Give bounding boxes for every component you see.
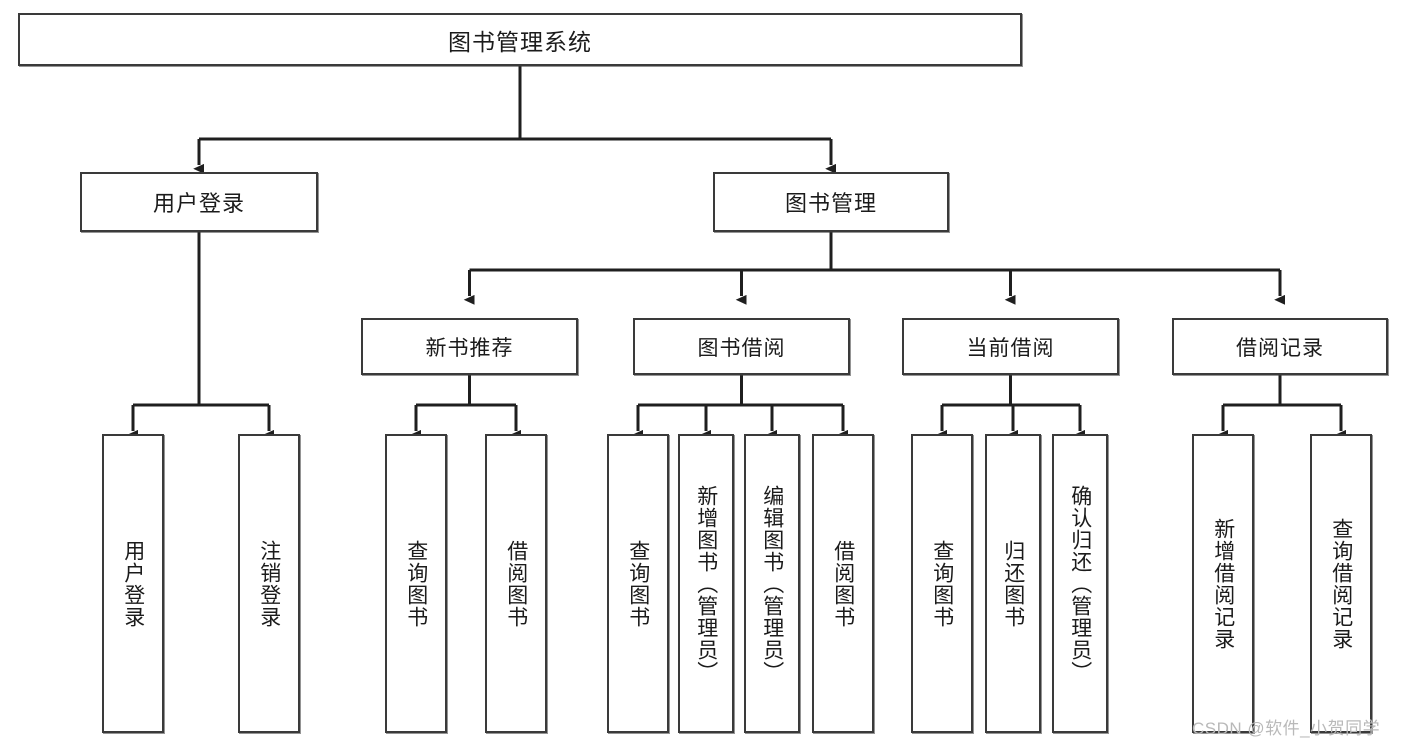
node-leaf-edit-book-admin-label: 编辑图书（管理员） (760, 484, 784, 683)
node-new-book-recommend-label: 新书推荐 (425, 336, 514, 360)
node-leaf-query-book-recommend[interactable]: 查询图书 (385, 434, 447, 733)
node-user-login-label: 用户登录 (152, 191, 245, 216)
node-leaf-confirm-return-admin[interactable]: 确认归还（管理员） (1052, 434, 1108, 733)
node-book-borrow-label: 图书借阅 (697, 336, 786, 360)
node-user-login[interactable]: 用户登录 (80, 172, 318, 232)
node-leaf-query-book-borrow[interactable]: 查询图书 (607, 434, 669, 733)
node-leaf-user-login[interactable]: 用户登录 (102, 434, 164, 733)
node-leaf-query-borrow-record[interactable]: 查询借阅记录 (1310, 434, 1372, 733)
node-root[interactable]: 图书管理系统 (18, 13, 1022, 66)
node-leaf-logout-label: 注销登录 (257, 539, 281, 628)
node-leaf-query-book-current[interactable]: 查询图书 (911, 434, 973, 733)
node-leaf-logout[interactable]: 注销登录 (238, 434, 300, 733)
node-root-label: 图书管理系统 (448, 28, 592, 55)
node-leaf-borrow-book-recommend[interactable]: 借阅图书 (485, 434, 547, 733)
node-leaf-borrow-book-label: 借阅图书 (831, 539, 855, 628)
node-new-book-recommend[interactable]: 新书推荐 (361, 318, 578, 375)
node-leaf-return-book[interactable]: 归还图书 (985, 434, 1041, 733)
node-leaf-query-book-current-label: 查询图书 (930, 539, 954, 628)
node-book-management[interactable]: 图书管理 (713, 172, 949, 232)
node-book-borrow[interactable]: 图书借阅 (633, 318, 850, 375)
node-leaf-query-borrow-record-label: 查询借阅记录 (1329, 517, 1353, 650)
node-leaf-confirm-return-admin-label: 确认归还（管理员） (1068, 484, 1092, 683)
node-leaf-add-book-admin[interactable]: 新增图书（管理员） (678, 434, 734, 733)
node-leaf-borrow-book-recommend-label: 借阅图书 (504, 539, 528, 628)
node-leaf-query-book-recommend-label: 查询图书 (404, 539, 428, 628)
node-leaf-add-borrow-record[interactable]: 新增借阅记录 (1192, 434, 1254, 733)
node-leaf-query-book-borrow-label: 查询图书 (626, 539, 650, 628)
node-borrow-record-label: 借阅记录 (1236, 336, 1324, 360)
node-current-borrow-label: 当前借阅 (966, 336, 1055, 360)
node-borrow-record[interactable]: 借阅记录 (1172, 318, 1388, 375)
node-leaf-add-book-admin-label: 新增图书（管理员） (694, 484, 718, 683)
node-leaf-borrow-book[interactable]: 借阅图书 (812, 434, 874, 733)
node-leaf-return-book-label: 归还图书 (1001, 539, 1025, 628)
node-leaf-add-borrow-record-label: 新增借阅记录 (1211, 517, 1235, 650)
node-leaf-edit-book-admin[interactable]: 编辑图书（管理员） (744, 434, 800, 733)
node-current-borrow[interactable]: 当前借阅 (902, 318, 1119, 375)
node-book-management-label: 图书管理 (784, 191, 877, 216)
watermark: CSDN @软件_小贺同学 (1192, 719, 1381, 738)
node-leaf-user-login-label: 用户登录 (121, 539, 145, 628)
